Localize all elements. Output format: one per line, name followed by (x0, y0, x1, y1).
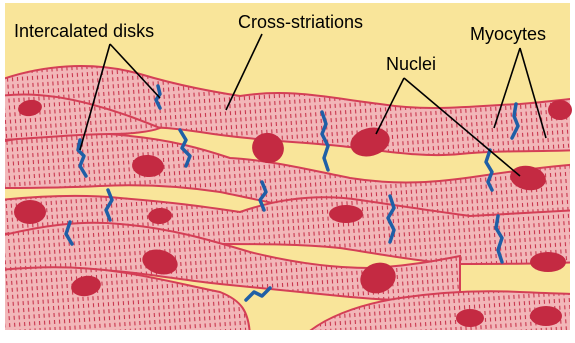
label-intercalated-disks: Intercalated disks (14, 21, 154, 41)
label-myocytes: Myocytes (470, 24, 546, 44)
label-cross-striations: Cross-striations (238, 12, 363, 32)
nucleus (530, 252, 566, 272)
nucleus (329, 205, 363, 223)
nucleus (14, 200, 46, 224)
nucleus (456, 309, 484, 327)
label-nuclei: Nuclei (386, 54, 436, 74)
nucleus (548, 100, 572, 120)
nucleus (530, 306, 562, 326)
